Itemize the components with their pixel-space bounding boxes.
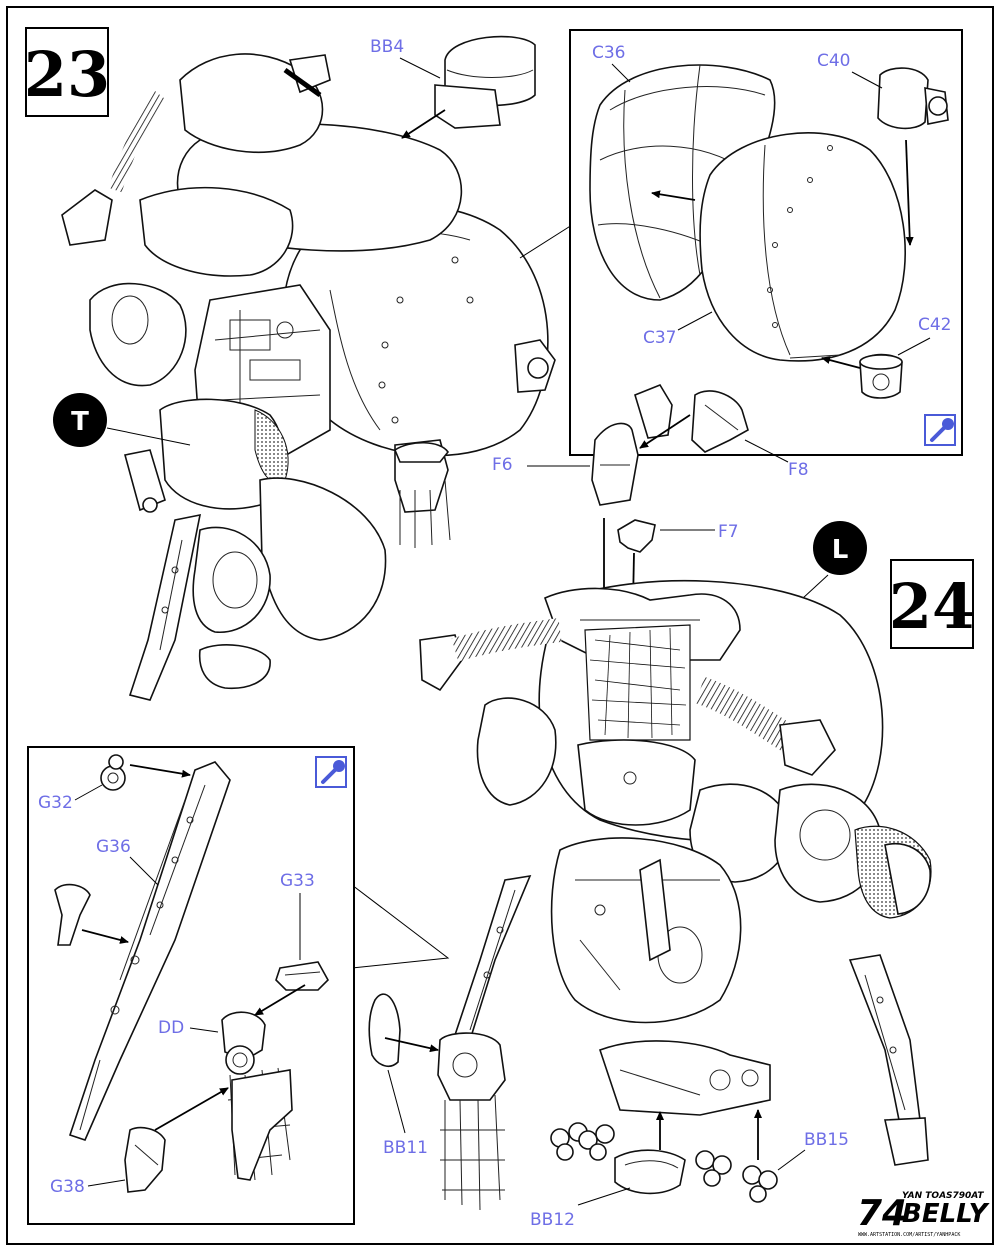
- inset-arm-detail: G32 G36 G33: [27, 746, 450, 1225]
- label-c42: C42: [918, 315, 952, 335]
- part-g36-bracket: [54, 883, 91, 946]
- arrow-c40: [905, 139, 914, 246]
- step-24-box: [890, 559, 974, 649]
- arrow-g33: [254, 984, 306, 1016]
- part-bb12: [550, 1122, 732, 1195]
- label-g33: G33: [280, 871, 315, 891]
- part-c40: [877, 67, 949, 130]
- step-24-number: 24: [889, 570, 975, 643]
- page-border: [6, 6, 994, 1245]
- part-f6: [591, 422, 639, 506]
- label-bb11: BB11: [383, 1138, 428, 1158]
- label-c40: C40: [817, 51, 851, 71]
- part-f6-top: [634, 384, 673, 439]
- arrow-bb11: [384, 1037, 439, 1053]
- label-bb12: BB12: [530, 1210, 575, 1230]
- arrow-bracket: [81, 929, 129, 944]
- torso-assembly-step-23: [61, 53, 556, 701]
- logo-mark: 74: [857, 1193, 907, 1234]
- label-g38: G38: [50, 1177, 85, 1197]
- torso-assembly-step-24: [419, 579, 932, 1211]
- label-g36: G36: [96, 837, 131, 857]
- part-f7: [617, 519, 656, 553]
- part-bb15: [742, 1165, 778, 1203]
- part-g32: [100, 754, 126, 791]
- part-bb4: [434, 35, 536, 129]
- arrow-g32: [129, 764, 191, 778]
- part-bb11: [368, 993, 401, 1067]
- step-23-number: 23: [24, 38, 110, 111]
- part-f8: [691, 390, 749, 453]
- step-23: 23: [24, 27, 556, 701]
- part-dd-hand: [221, 1011, 293, 1181]
- logo-word: BELLY: [902, 1199, 991, 1229]
- marker-t: T: [53, 393, 191, 447]
- label-g32: G32: [38, 793, 73, 813]
- paint-brush-icon: [315, 756, 347, 788]
- part-c37: [699, 132, 906, 362]
- part-g33: [275, 961, 329, 991]
- arrow-bb4: [401, 109, 446, 139]
- arrow-f8: [639, 414, 691, 449]
- part-g38: [124, 1126, 166, 1193]
- part-g36: [68, 761, 231, 1141]
- label-dd: DD: [158, 1018, 184, 1038]
- label-c36: C36: [592, 43, 626, 63]
- label-bb15: BB15: [804, 1130, 849, 1150]
- paint-brush-icon: [924, 414, 956, 446]
- logo-small: YAN TOAS790AT: [902, 1191, 984, 1201]
- arrow-c36: [651, 190, 696, 201]
- label-bb4: BB4: [370, 37, 404, 57]
- part-c42: [859, 353, 903, 399]
- label-c37: C37: [643, 328, 677, 348]
- brand-logo: 74 BELLY YAN TOAS790AT WWW.ARTSTATION.CO…: [857, 1191, 991, 1238]
- arrow-g38: [154, 1087, 229, 1131]
- label-f6: F6: [492, 455, 513, 475]
- label-f7: F7: [718, 522, 739, 542]
- step-23-box: [25, 27, 109, 117]
- svg-text:T: T: [71, 407, 89, 437]
- label-f8: F8: [788, 460, 809, 480]
- logo-url: WWW.ARTSTATION.COM/ARTIST/YANHPACK: [858, 1232, 960, 1238]
- step-24: 24 L: [368, 521, 975, 1230]
- arrow-c42: [821, 356, 861, 369]
- inset-head-detail: C36 C37 C40 C42: [519, 29, 963, 456]
- svg-text:L: L: [832, 535, 849, 565]
